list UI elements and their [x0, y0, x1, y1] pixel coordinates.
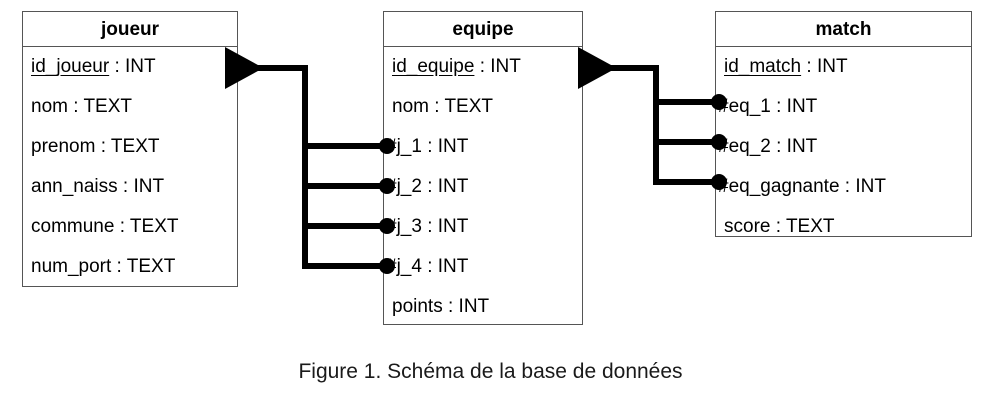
field-match-eq_1[interactable]: #eq_1 : INT	[716, 87, 971, 127]
field-label: eq_1 : INT	[728, 96, 818, 117]
fk-marker-icon: #	[386, 176, 397, 197]
field-joueur-commune[interactable]: commune : TEXT	[23, 207, 237, 247]
field-label: score : TEXT	[724, 216, 835, 237]
field-joueur-id_joueur[interactable]: id_joueur : INT	[23, 47, 237, 87]
field-equipe-j_4[interactable]: #j_4 : INT	[384, 247, 582, 287]
field-joueur-nom[interactable]: nom : TEXT	[23, 87, 237, 127]
entity-equipe-title: equipe	[384, 12, 582, 47]
field-type-suffix: :	[474, 56, 491, 77]
field-label: num_port : TEXT	[31, 256, 176, 277]
entity-equipe[interactable]: equipe id_equipe : INT nom : TEXT #j_1 :…	[383, 11, 583, 325]
field-equipe-points[interactable]: points : INT	[384, 287, 582, 327]
field-match-eq_gagnante[interactable]: #eq_gagnante : INT	[716, 167, 971, 207]
fk-marker-icon: #	[386, 136, 397, 157]
field-match-score[interactable]: score : TEXT	[716, 207, 971, 247]
field-joueur-num_port[interactable]: num_port : TEXT	[23, 247, 237, 287]
field-label: j_1 : INT	[396, 136, 469, 157]
field-label: nom : TEXT	[392, 96, 494, 117]
fk-marker-icon: #	[718, 96, 729, 117]
field-label: id_equipe	[392, 56, 475, 77]
field-type: INT	[125, 56, 156, 77]
entity-match-title: match	[716, 12, 971, 47]
field-label: points : INT	[392, 296, 490, 317]
relation-equipe-to-joueur	[225, 47, 395, 274]
field-match-eq_2[interactable]: #eq_2 : INT	[716, 127, 971, 167]
field-joueur-prenom[interactable]: prenom : TEXT	[23, 127, 237, 167]
fk-marker-icon: #	[386, 216, 397, 237]
fk-marker-icon: #	[718, 176, 729, 197]
entity-joueur[interactable]: joueur id_joueur : INT nom : TEXT prenom…	[22, 11, 238, 287]
field-type-suffix: :	[109, 56, 126, 77]
field-equipe-j_3[interactable]: #j_3 : INT	[384, 207, 582, 247]
field-label: id_match	[724, 56, 802, 77]
field-label: j_3 : INT	[396, 216, 469, 237]
field-label: j_2 : INT	[396, 176, 469, 197]
field-equipe-j_1[interactable]: #j_1 : INT	[384, 127, 582, 167]
field-label: eq_gagnante : INT	[728, 176, 886, 197]
fk-marker-icon: #	[386, 256, 397, 277]
figure-caption: Figure 1. Schéma de la base de données	[298, 360, 683, 383]
field-type-suffix: :	[801, 56, 817, 77]
field-label: ann_naiss : INT	[31, 176, 165, 197]
field-equipe-id_equipe[interactable]: id_equipe : INT	[384, 47, 582, 87]
field-match-id_match[interactable]: id_match : INT	[716, 47, 971, 87]
field-equipe-nom[interactable]: nom : TEXT	[384, 87, 582, 127]
field-joueur-ann_naiss[interactable]: ann_naiss : INT	[23, 167, 237, 207]
field-type: INT	[816, 56, 848, 77]
entity-joueur-fields: id_joueur : INT nom : TEXT prenom : TEXT…	[23, 47, 237, 287]
relation-match-to-equipe	[578, 47, 727, 190]
field-label: id_joueur	[31, 56, 110, 77]
field-label: nom : TEXT	[31, 96, 133, 117]
field-equipe-j_2[interactable]: #j_2 : INT	[384, 167, 582, 207]
field-label: eq_2 : INT	[728, 136, 818, 157]
fk-marker-icon: #	[718, 136, 729, 157]
field-label: j_4 : INT	[396, 256, 469, 277]
field-type: INT	[490, 56, 521, 77]
field-label: prenom : TEXT	[31, 136, 160, 157]
entity-match-fields: id_match : INT #eq_1 : INT #eq_2 : INT #…	[716, 47, 971, 247]
entity-equipe-fields: id_equipe : INT nom : TEXT #j_1 : INT #j…	[384, 47, 582, 327]
entity-match[interactable]: match id_match : INT #eq_1 : INT #eq_2 :…	[715, 11, 972, 237]
entity-joueur-title: joueur	[23, 12, 237, 47]
field-label: commune : TEXT	[31, 216, 179, 237]
